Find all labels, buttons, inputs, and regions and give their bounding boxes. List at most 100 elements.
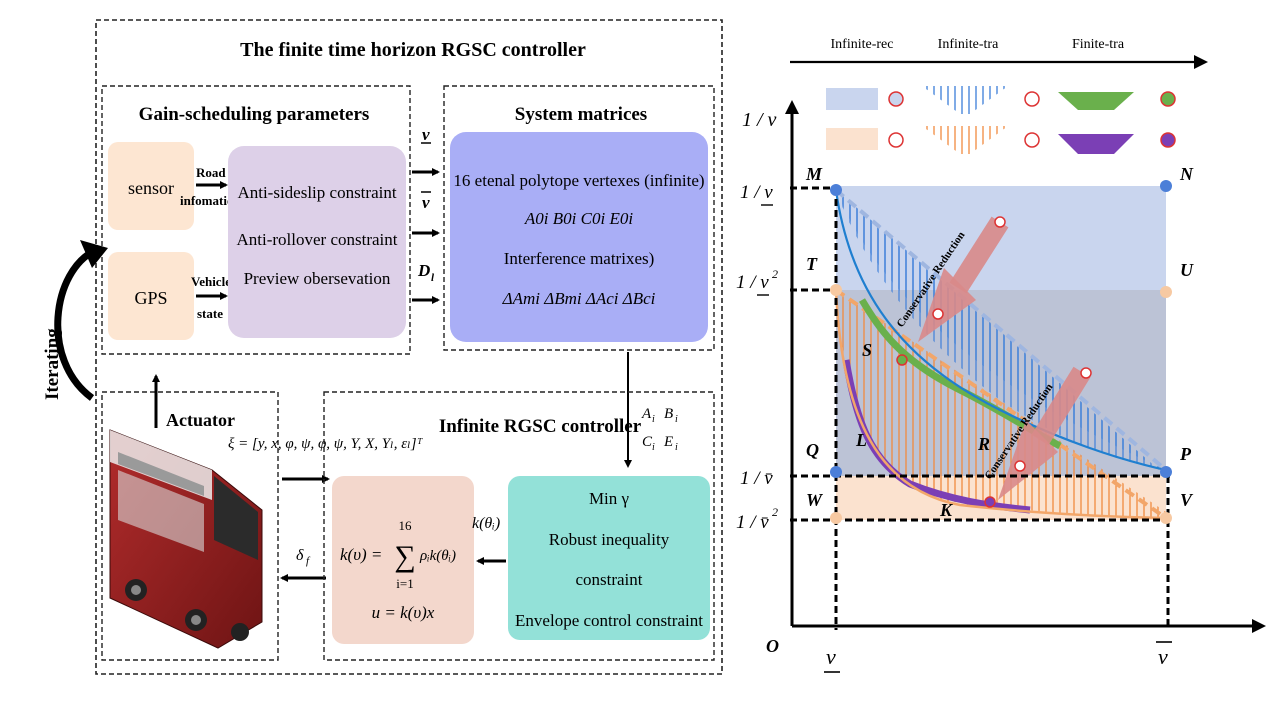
- min-gamma: Min γ: [589, 489, 630, 508]
- label-K: K: [939, 500, 954, 520]
- legend-hatch-circle-1: [1024, 91, 1040, 107]
- reduction-circle-3: [896, 354, 908, 366]
- delta-f-sub: f: [306, 555, 311, 567]
- label-S: S: [862, 340, 872, 360]
- road-info-label-1: Road: [196, 165, 226, 180]
- constraint-1: Anti-sideslip constraint: [237, 183, 396, 202]
- reduction-arrow-1-head: [918, 268, 976, 342]
- matrix-B: B: [664, 406, 673, 422]
- actuator-panel: [101, 391, 279, 661]
- vertex-matrices: A0i B0i C0i E0i: [524, 209, 633, 228]
- state-vector: ξ = [y, x, φ, ψ, φ, ψ, Y, X, Yₗ, εₗ]ᵀ: [228, 436, 424, 452]
- legend-green-circle: [1160, 91, 1176, 107]
- envelope-constraint: Envelope control constraint: [515, 611, 703, 630]
- label-N: N: [1179, 164, 1194, 184]
- reduction-circle-5: [1014, 460, 1026, 472]
- label-T: T: [806, 254, 818, 274]
- legend-blue-circle: [888, 91, 904, 107]
- vertex-line-3: Interference matrixes): [504, 249, 655, 268]
- matrix-E: E: [663, 434, 673, 450]
- point-V: [1160, 512, 1172, 524]
- blue-hatch-area: [836, 190, 1166, 476]
- optimization-box: [508, 476, 710, 640]
- orange-curve: [834, 289, 1167, 520]
- gain-panel-title: Gain-scheduling parameters: [139, 104, 370, 125]
- robust-line-1: Robust inequality: [549, 530, 670, 549]
- matrix-C-sub: i: [652, 442, 655, 453]
- iterating-arc: [54, 246, 98, 401]
- legend-orange-hatch: [922, 126, 1008, 154]
- controller-outer-box: [95, 19, 723, 675]
- param-D: D: [417, 261, 430, 280]
- sum-symbol: ∑: [394, 540, 415, 573]
- right-diagram: Infinite-rec Infinite-tra Finite-tra: [736, 37, 1266, 673]
- legend-blue-rect: [826, 88, 878, 110]
- system-panel: [443, 85, 715, 351]
- formula-u: u = k(υ)x: [372, 603, 435, 622]
- matrix-A: A: [641, 406, 652, 422]
- sum-top: 16: [399, 518, 413, 533]
- legend-hatch-circle-2: [1024, 132, 1040, 148]
- matrix-A-sub: i: [652, 414, 655, 425]
- param-v-lower: v: [422, 125, 430, 144]
- matrix-E-sub: i: [675, 442, 678, 453]
- y-tick-2: 1 / v: [736, 272, 769, 293]
- label-V: V: [1180, 490, 1194, 510]
- label-L: L: [855, 430, 867, 450]
- bus-illustration: [109, 429, 263, 649]
- gain-panel: [101, 85, 411, 355]
- constraints-box: [228, 146, 406, 338]
- controller-title: The finite time horizon RGSC controller: [240, 39, 586, 61]
- reduction-circle-6: [984, 496, 996, 508]
- reduction-arrow-1-shaft: [949, 216, 1009, 294]
- matrix-C: C: [642, 434, 653, 450]
- origin-label: O: [766, 636, 779, 656]
- constraint-2: Anti-rollover constraint: [237, 230, 398, 249]
- reduction-arrow-2-head: [998, 420, 1058, 500]
- rgsc-title: Infinite RGSC controller: [439, 416, 642, 437]
- sum-bottom: i=1: [396, 576, 413, 591]
- gain-formula-box: [332, 476, 474, 644]
- legend-infinite-rec: Infinite-rec: [831, 37, 894, 52]
- point-W: [830, 512, 842, 524]
- point-P: [1160, 466, 1172, 478]
- reduction-circle-1: [994, 216, 1006, 228]
- legend-purple-trap: [1058, 134, 1134, 154]
- legend-green-trap: [1058, 92, 1134, 110]
- iterating-arrowhead: [80, 240, 108, 268]
- reduction-circle-4: [1080, 367, 1092, 379]
- legend-finite-tra: Finite-tra: [1072, 37, 1125, 52]
- label-M: M: [805, 164, 823, 184]
- point-U: [1160, 286, 1172, 298]
- sum-term: ρᵢk(θᵢ): [419, 548, 456, 564]
- interference-matrices: ΔAmi ΔBmi ΔAci ΔBci: [502, 289, 656, 308]
- x-tick-v-lower: v: [826, 644, 836, 669]
- orange-dash-line: [834, 288, 1168, 520]
- legend-blue-hatch: [922, 86, 1008, 114]
- robust-line-2: constraint: [575, 570, 642, 589]
- vehicle-state-label-1: Vehicle: [191, 274, 231, 289]
- label-Q: Q: [806, 440, 819, 460]
- constraint-3: Preview obersevation: [244, 269, 391, 288]
- system-panel-title: System matrices: [515, 104, 647, 125]
- sensor-box: [108, 142, 194, 230]
- label-W: W: [806, 490, 824, 510]
- blue-dash-line: [834, 188, 1168, 472]
- y-tick-3: 1 / v̄: [740, 468, 773, 489]
- legend-infinite-tra: Infinite-tra: [938, 37, 999, 52]
- blue-curve: [834, 189, 1167, 472]
- legend-orange-circle: [888, 132, 904, 148]
- road-info-label-2: infomation: [180, 193, 241, 208]
- param-D-sub: l: [431, 272, 435, 284]
- gps-box: [108, 252, 194, 340]
- point-N: [1160, 180, 1172, 192]
- label-P: P: [1179, 444, 1192, 464]
- y-axis-label: 1 / v: [742, 109, 777, 131]
- point-Q: [830, 466, 842, 478]
- left-diagram: The finite time horizon RGSC controller …: [42, 19, 723, 675]
- legend-purple-circle: [1160, 132, 1176, 148]
- vehicle-state-label-2: state: [197, 306, 223, 321]
- sensor-label: sensor: [128, 178, 174, 198]
